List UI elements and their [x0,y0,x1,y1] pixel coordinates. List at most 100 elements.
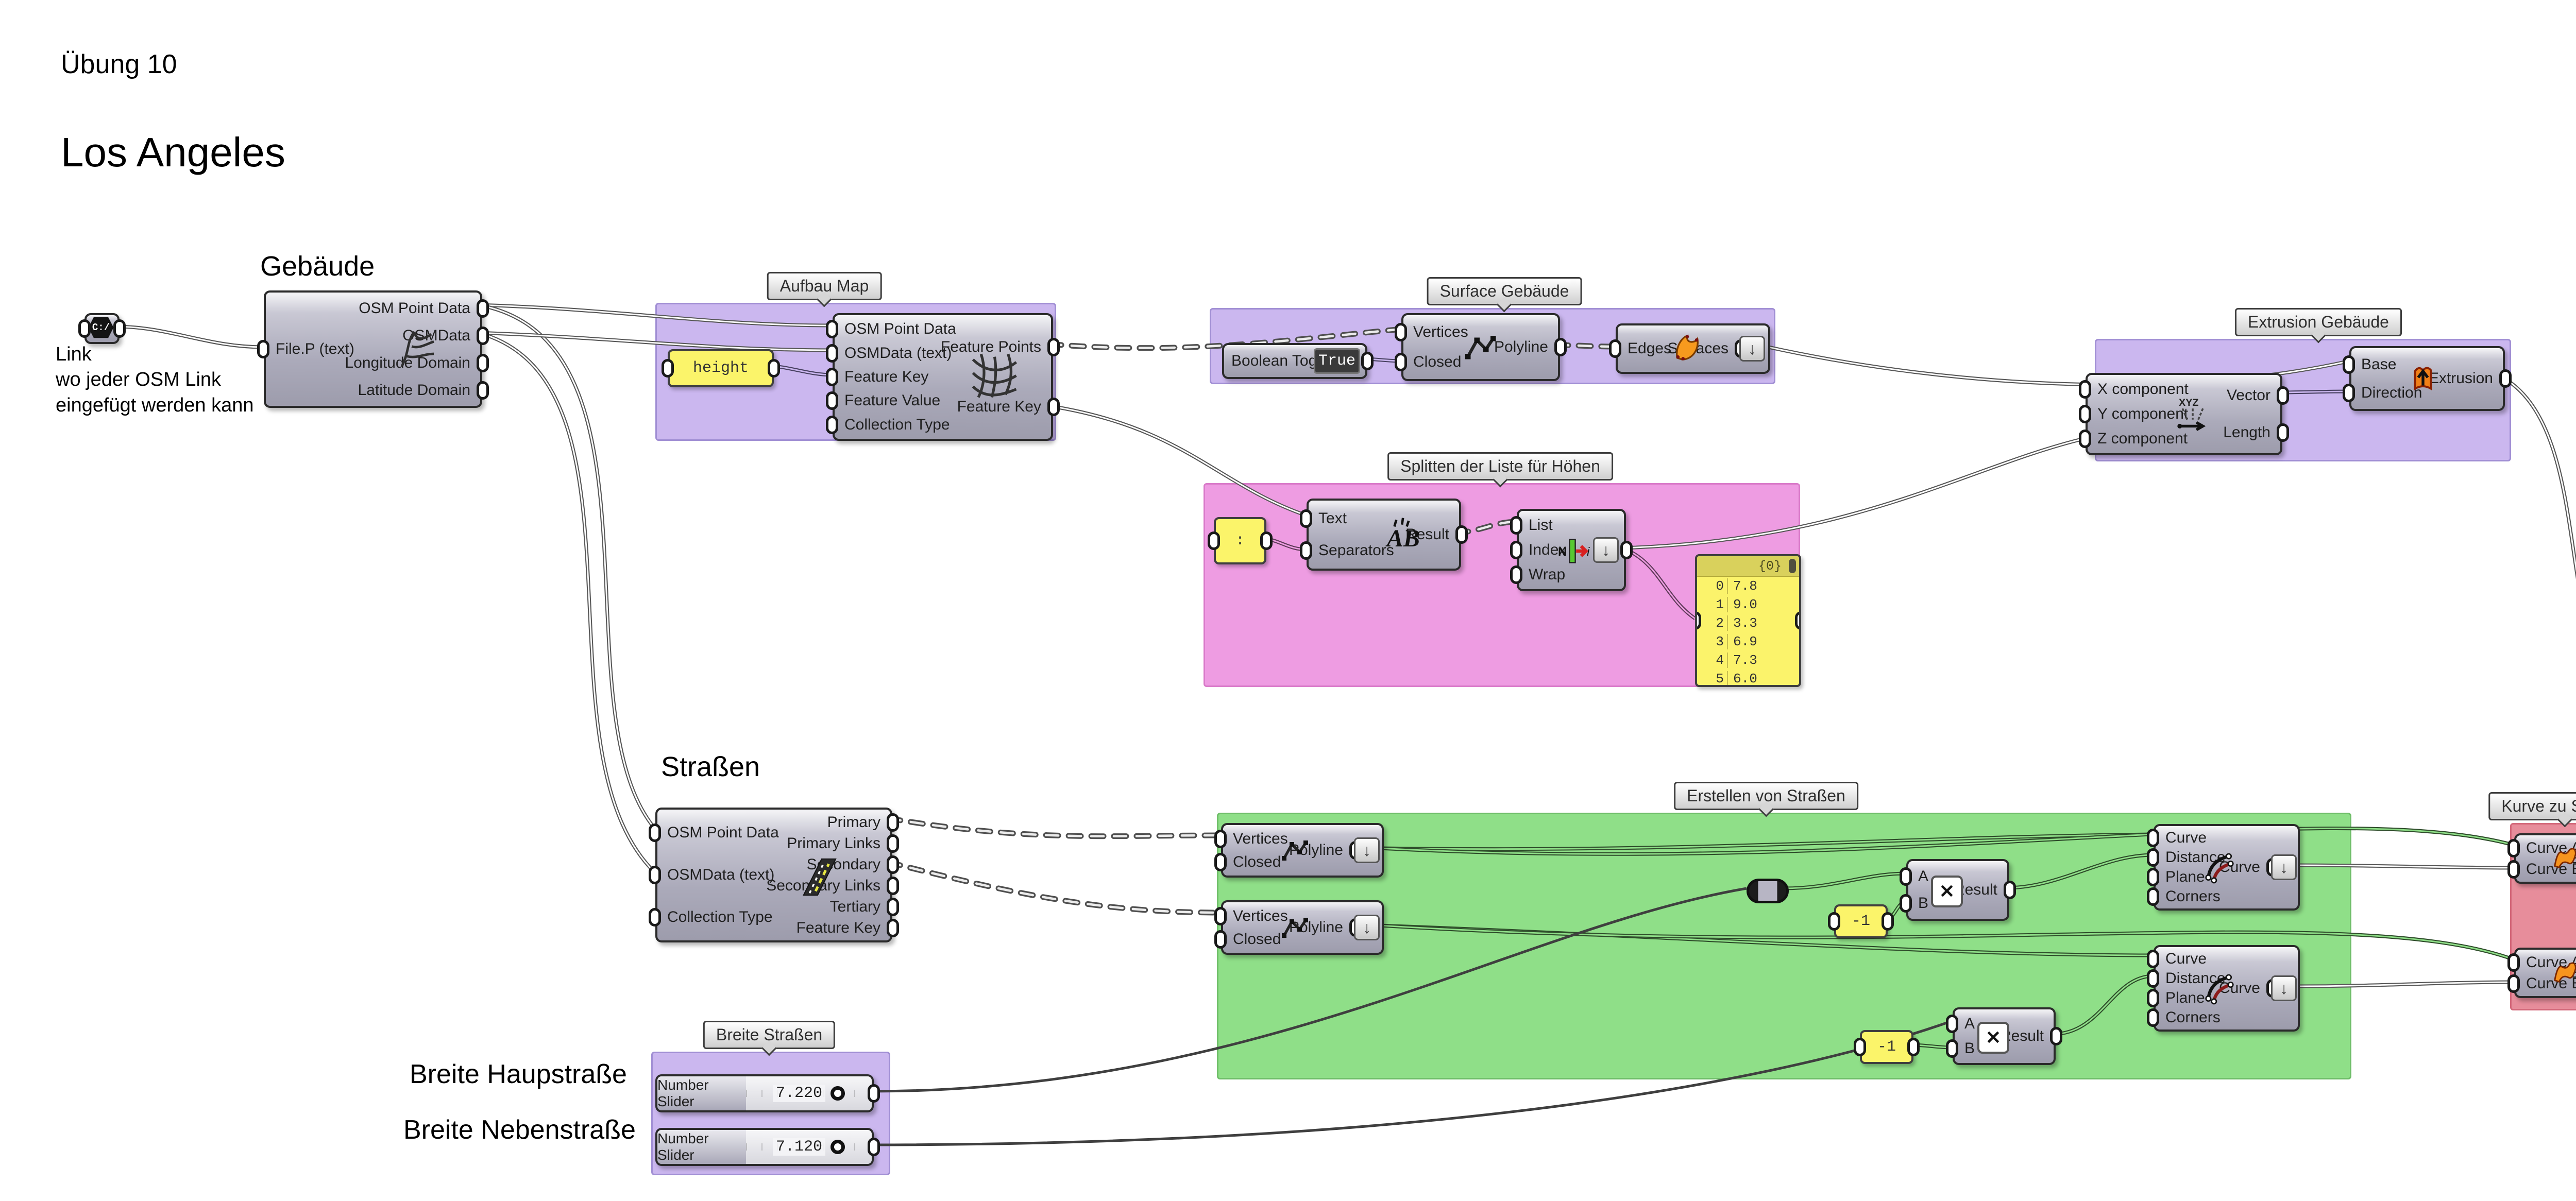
input-port-feature-key[interactable]: Feature Key [826,367,928,386]
port-jack[interactable] [1510,565,1522,584]
port-jack[interactable] [887,813,899,832]
input-port-a[interactable]: A [1946,1015,1975,1033]
port-jack[interactable] [887,855,899,874]
input-port-feature-value[interactable]: Feature Value [826,391,940,410]
group-label-kurve[interactable]: Kurve zu Surface [2488,792,2576,820]
output-port-primary[interactable]: Primary [827,813,899,832]
input-port-y-component[interactable]: Y component [2079,405,2188,423]
wire-relay-strassen[interactable] [1747,879,1789,903]
port-jack[interactable] [2343,355,2355,374]
port-jack[interactable] [1300,541,1312,560]
input-port-closed[interactable]: Closed [1214,930,1281,949]
port-jack[interactable] [2147,1008,2159,1027]
group-label-splitten[interactable]: Splitten der Liste für Höhen [1387,452,1613,481]
port-jack[interactable] [1047,398,1060,416]
port-jack[interactable] [768,359,780,378]
port-jack[interactable] [649,823,661,842]
port-jack[interactable] [1882,912,1894,931]
input-port-closed[interactable]: Closed [1214,852,1281,871]
port-jack[interactable] [2507,953,2520,972]
port-jack[interactable] [2507,860,2520,879]
input-port-corners[interactable]: Corners [2147,1008,2221,1027]
port-jack[interactable] [2147,950,2159,968]
port-jack[interactable] [1214,906,1227,925]
port-jack[interactable] [2079,380,2091,399]
port-jack[interactable] [826,391,838,410]
input-port-curve[interactable]: Curve [2147,950,2207,968]
port-jack[interactable] [2277,423,2289,442]
port-jack[interactable] [2343,383,2355,402]
port-jack[interactable] [1510,516,1522,535]
port-jack[interactable] [113,319,126,338]
port-jack[interactable] [2147,887,2159,906]
port-jack[interactable] [1554,338,1567,356]
output-port-tertiary[interactable]: Tertiary [830,897,899,916]
port-jack[interactable] [887,897,899,916]
port-jack[interactable] [2079,405,2091,423]
port-jack[interactable] [1609,339,1621,358]
input-port-a[interactable]: A [1900,867,1928,886]
port-jack[interactable] [1214,852,1227,871]
input-port-b[interactable]: B [1900,894,1928,913]
input-port-collection-type[interactable]: Collection Type [826,415,950,434]
input-port-corners[interactable]: Corners [2147,887,2221,906]
group-label-surface[interactable]: Surface Gebäude [1427,277,1582,305]
input-port-curve[interactable]: Curve [2147,829,2207,847]
negative-one-panel-1[interactable]: -1 [1828,904,1894,938]
port-jack[interactable] [2147,829,2159,847]
slider-track[interactable]: 7.220 [746,1076,872,1110]
port-jack[interactable] [1395,353,1407,371]
port-jack[interactable] [477,299,489,318]
port-jack[interactable] [477,381,489,400]
input-port-collection-type[interactable]: Collection Type [649,908,773,927]
slider-knob[interactable] [831,1086,845,1101]
port-jack[interactable] [826,344,838,363]
output-port-extrusion[interactable]: Extrusion [2429,369,2512,388]
port-jack[interactable] [887,918,899,937]
port-jack[interactable] [1946,1039,1958,1058]
port-jack[interactable] [1260,531,1273,550]
port-jack[interactable] [2277,386,2289,405]
port-jack[interactable] [649,908,661,927]
port-jack[interactable] [1854,1038,1866,1056]
input-port-closed[interactable]: Closed [1395,353,1461,371]
port-jack[interactable] [1395,323,1407,341]
group-label-erstellen[interactable]: Erstellen von Straßen [1674,782,1858,810]
output-port-primary-links[interactable]: Primary Links [787,834,899,853]
port-jack[interactable] [1828,912,1840,931]
input-port-osm-point-data[interactable]: OSM Point Data [649,823,779,842]
input-port-base[interactable]: Base [2343,355,2396,374]
port-jack[interactable] [2004,881,2016,899]
input-port-vertices[interactable]: Vertices [1214,829,1288,848]
group-label-breite[interactable]: Breite Straßen [703,1021,836,1049]
output-port-latitude-domain[interactable]: Latitude Domain [358,381,489,400]
boolean-toggle-value[interactable]: True [1314,348,1360,374]
group-label-extrusion[interactable]: Extrusion Gebäude [2235,308,2402,336]
input-port-plane[interactable]: Plane [2147,868,2205,886]
input-port-list[interactable]: List [1510,516,1553,535]
port-jack[interactable] [2147,848,2159,867]
input-port-plane[interactable]: Plane [2147,989,2205,1007]
scrollbar[interactable] [1789,559,1796,573]
input-port-index[interactable]: Index [1510,541,1566,559]
port-jack[interactable] [1620,541,1633,559]
output-port-polyline[interactable]: Polyline [1494,338,1567,356]
port-jack[interactable] [826,415,838,434]
port-jack[interactable] [1946,1015,1958,1033]
separator-panel[interactable]: : [1208,517,1273,564]
port-jack[interactable] [257,340,269,358]
input-port-text[interactable]: Text [1300,509,1347,528]
input-port-edges[interactable]: Edges [1609,339,1671,358]
port-jack[interactable] [887,834,899,853]
port-jack[interactable] [1214,829,1227,848]
port-jack[interactable] [2050,1027,2062,1045]
port-jack[interactable] [826,320,838,339]
